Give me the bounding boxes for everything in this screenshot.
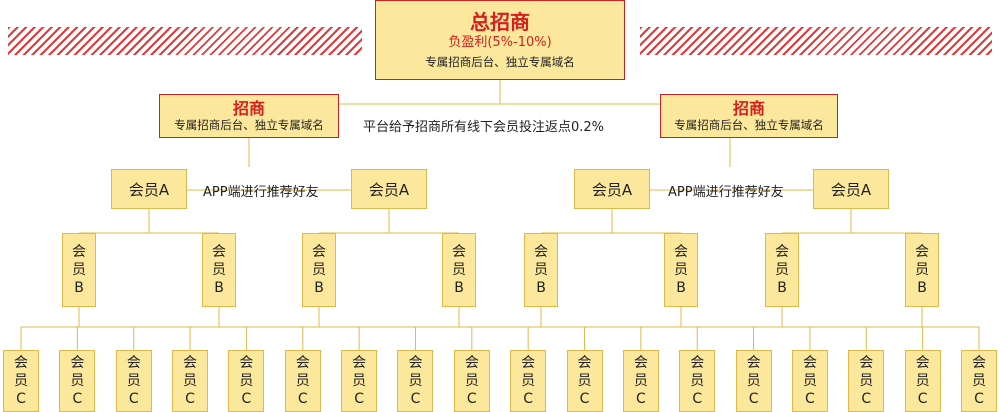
member-a-box: 会员A xyxy=(111,169,187,209)
agent-title: 招商 xyxy=(232,99,265,118)
top-merchant-profit: 负盈利(5%-10%) xyxy=(448,35,552,50)
app-referral-text-right: APP端进行推荐好友 xyxy=(668,185,784,200)
top-merchant-box: 总招商 负盈利(5%-10%) 专属招商后台、独立专属域名 xyxy=(375,0,625,80)
left-hatch-decoration xyxy=(8,27,362,55)
agent-desc: 专属招商后台、独立专属域名 xyxy=(174,118,324,132)
top-merchant-title: 总招商 xyxy=(470,10,530,34)
member-a-box: 会员A xyxy=(813,169,889,209)
member-a-box: 会员A xyxy=(351,169,427,209)
app-referral-text-left: APP端进行推荐好友 xyxy=(203,185,319,200)
right-hatch-decoration xyxy=(640,27,992,55)
agent-box-right: 招商 专属招商后台、独立专属域名 xyxy=(660,94,838,138)
top-merchant-desc: 专属招商后台、独立专属域名 xyxy=(425,55,575,69)
member-a-box: 会员A xyxy=(574,169,650,209)
rebate-text: 平台给予招商所有线下会员投注返点0.2% xyxy=(363,120,605,135)
agent-box-left: 招商 专属招商后台、独立专属域名 xyxy=(159,94,339,138)
agent-title: 招商 xyxy=(732,99,765,118)
agent-desc: 专属招商后台、独立专属域名 xyxy=(674,118,824,132)
